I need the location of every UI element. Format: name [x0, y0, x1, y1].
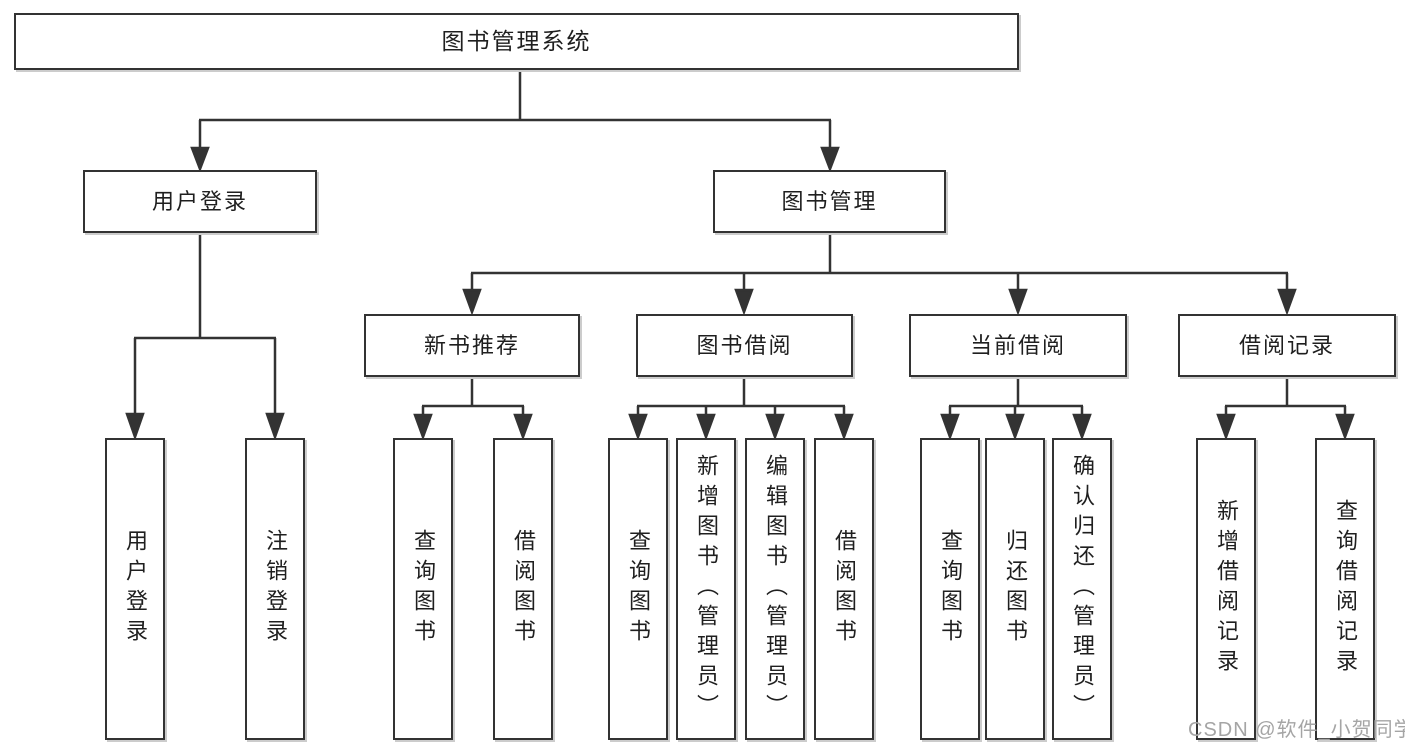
- node-label: 图书管理: [781, 188, 878, 214]
- node-book-borrowing: 图书借阅: [636, 314, 853, 377]
- node-label: 查询图书: [411, 529, 436, 649]
- leaf-edit-books-admin: 编辑图书（管理员）: [745, 438, 805, 740]
- node-new-book-recommendation: 新书推荐: [364, 314, 580, 377]
- leaf-logout: 注销登录: [245, 438, 305, 740]
- node-label: 图书管理系统: [441, 28, 592, 54]
- leaf-borrow-books-recommend: 借阅图书: [493, 438, 553, 740]
- node-label: 查询图书: [938, 529, 963, 649]
- leaf-add-books-admin: 新增图书（管理员）: [676, 438, 736, 740]
- node-label: 新增图书（管理员）: [694, 454, 719, 724]
- node-label: 注销登录: [263, 529, 288, 649]
- watermark: CSDN @软件_小贺同学: [1188, 719, 1405, 741]
- leaf-borrow-books-borrowing: 借阅图书: [814, 438, 874, 740]
- node-label: 查询图书: [626, 529, 651, 649]
- node-borrowing-records: 借阅记录: [1178, 314, 1396, 377]
- node-user-login: 用户登录: [83, 170, 317, 233]
- edge-book-management-to-level3: [462, 233, 1297, 316]
- leaf-add-borrow-record: 新增借阅记录: [1196, 438, 1256, 740]
- node-label: 用户登录: [151, 188, 248, 214]
- leaf-confirm-return-admin: 确认归还（管理员）: [1052, 438, 1112, 740]
- edge-root-to-level2: [190, 70, 840, 173]
- node-label: 用户登录: [123, 529, 148, 649]
- node-library-system: 图书管理系统: [14, 13, 1019, 70]
- node-label: 新增借阅记录: [1214, 499, 1239, 679]
- leaf-query-borrow-record: 查询借阅记录: [1315, 438, 1375, 740]
- edge-user-login-to-children: [125, 233, 285, 441]
- node-label: 借阅记录: [1238, 332, 1335, 358]
- node-label: 确认归还（管理员）: [1070, 454, 1095, 724]
- node-label: 当前借阅: [969, 332, 1066, 358]
- node-current-borrowing: 当前借阅: [909, 314, 1127, 377]
- edge-borrowing-records-to-children: [1216, 377, 1355, 441]
- node-label: 编辑图书（管理员）: [763, 454, 788, 724]
- leaf-query-books-recommend: 查询图书: [393, 438, 453, 740]
- node-label: 借阅图书: [511, 529, 536, 649]
- node-label: 图书借阅: [696, 332, 793, 358]
- edge-book-borrowing-to-children: [628, 377, 854, 441]
- node-label: 新书推荐: [423, 332, 520, 358]
- node-label: 借阅图书: [832, 529, 857, 649]
- edge-new-book-recommendation-to-children: [413, 377, 533, 441]
- node-book-management: 图书管理: [713, 170, 946, 233]
- node-label: 查询借阅记录: [1333, 499, 1358, 679]
- node-label: 归还图书: [1003, 529, 1028, 649]
- leaf-user-login: 用户登录: [105, 438, 165, 740]
- edge-current-borrowing-to-children: [940, 377, 1092, 441]
- leaf-query-books-borrowing: 查询图书: [608, 438, 668, 740]
- leaf-query-books-current: 查询图书: [920, 438, 980, 740]
- leaf-return-books: 归还图书: [985, 438, 1045, 740]
